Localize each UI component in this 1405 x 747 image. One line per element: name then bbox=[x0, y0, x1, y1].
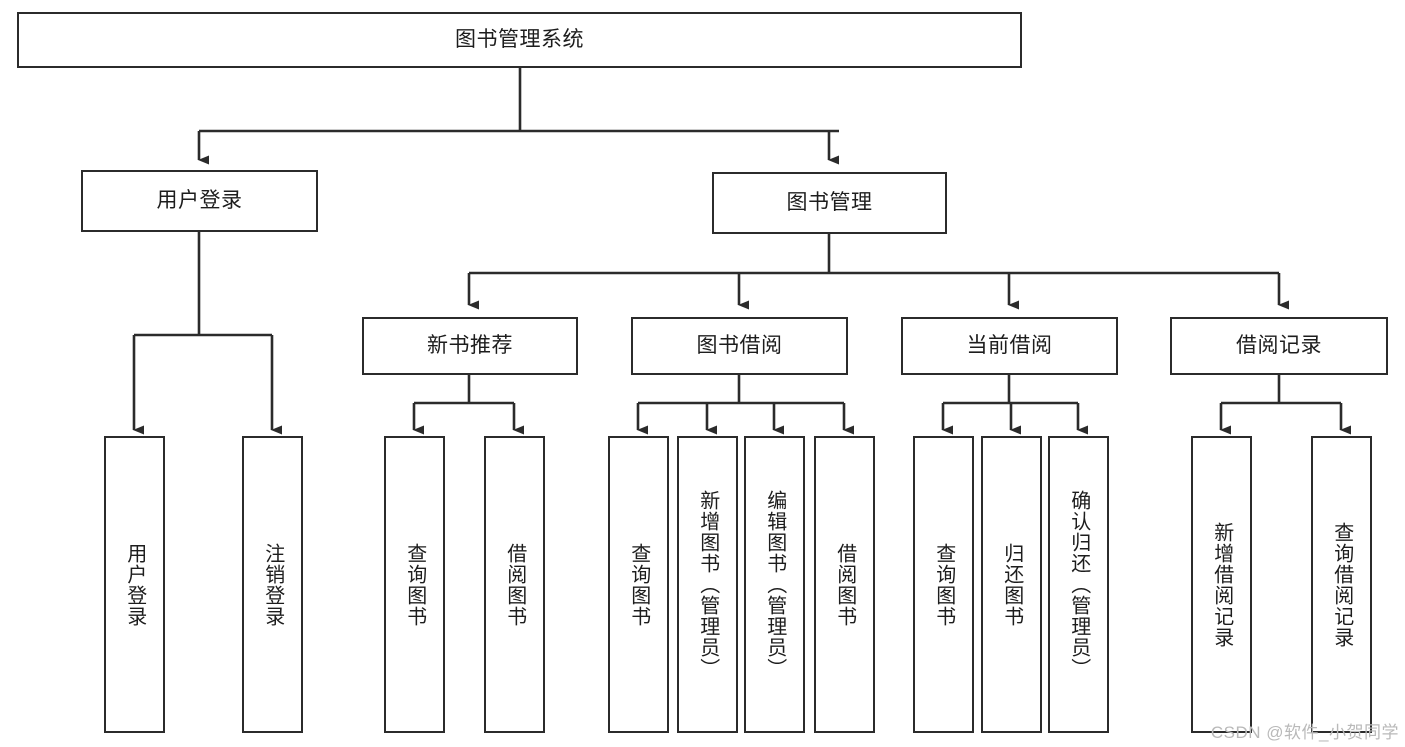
leaf-borrow-edit-book[interactable]: 编辑图书（管理员） bbox=[744, 436, 805, 733]
node-label: 当前借阅 bbox=[966, 333, 1053, 357]
node-label: 用户登录 bbox=[156, 188, 243, 212]
node-label: 确认归还（管理员） bbox=[1067, 490, 1090, 679]
leaf-record-add[interactable]: 新增借阅记录 bbox=[1191, 436, 1252, 733]
leaf-record-query[interactable]: 查询借阅记录 bbox=[1311, 436, 1372, 733]
leaf-current-return-book[interactable]: 归还图书 bbox=[981, 436, 1042, 733]
node-book-management[interactable]: 图书管理 bbox=[712, 172, 947, 234]
leaf-current-confirm-return[interactable]: 确认归还（管理员） bbox=[1048, 436, 1109, 733]
node-label: 图书管理 bbox=[786, 190, 873, 214]
node-label: 查询借阅记录 bbox=[1330, 521, 1353, 648]
node-label: 借阅图书 bbox=[833, 542, 856, 627]
node-current-borrow[interactable]: 当前借阅 bbox=[901, 317, 1118, 375]
node-label: 新增图书（管理员） bbox=[696, 490, 719, 679]
leaf-newbook-borrow-book[interactable]: 借阅图书 bbox=[484, 436, 545, 733]
node-label: 查询图书 bbox=[627, 542, 650, 627]
node-label: 查询图书 bbox=[932, 542, 955, 627]
node-label: 图书借阅 bbox=[696, 333, 783, 357]
csdn-watermark: CSDN @软件_小贺同学 bbox=[1210, 723, 1399, 742]
leaf-borrow-add-book[interactable]: 新增图书（管理员） bbox=[677, 436, 738, 733]
node-borrow-record[interactable]: 借阅记录 bbox=[1170, 317, 1388, 375]
node-label: 新增借阅记录 bbox=[1210, 521, 1233, 648]
leaf-current-query-book[interactable]: 查询图书 bbox=[913, 436, 974, 733]
leaf-borrow-borrow-book[interactable]: 借阅图书 bbox=[814, 436, 875, 733]
node-label: 新书推荐 bbox=[427, 333, 513, 357]
node-label: 归还图书 bbox=[1000, 542, 1023, 627]
leaf-newbook-query-book[interactable]: 查询图书 bbox=[384, 436, 445, 733]
node-book-borrow[interactable]: 图书借阅 bbox=[631, 317, 848, 375]
leaf-user-login[interactable]: 用户登录 bbox=[104, 436, 165, 733]
node-new-book-recommend[interactable]: 新书推荐 bbox=[362, 317, 578, 375]
leaf-logout[interactable]: 注销登录 bbox=[242, 436, 303, 733]
node-label: 用户登录 bbox=[123, 542, 146, 627]
node-label: 图书管理系统 bbox=[455, 27, 584, 51]
node-label: 借阅图书 bbox=[503, 542, 526, 627]
node-user-login[interactable]: 用户登录 bbox=[81, 170, 318, 232]
node-label: 借阅记录 bbox=[1236, 333, 1322, 357]
node-label: 查询图书 bbox=[403, 542, 426, 627]
node-label: 注销登录 bbox=[261, 542, 284, 627]
leaf-borrow-query-book[interactable]: 查询图书 bbox=[608, 436, 669, 733]
node-label: 编辑图书（管理员） bbox=[763, 490, 786, 679]
node-root-system[interactable]: 图书管理系统 bbox=[17, 12, 1022, 68]
